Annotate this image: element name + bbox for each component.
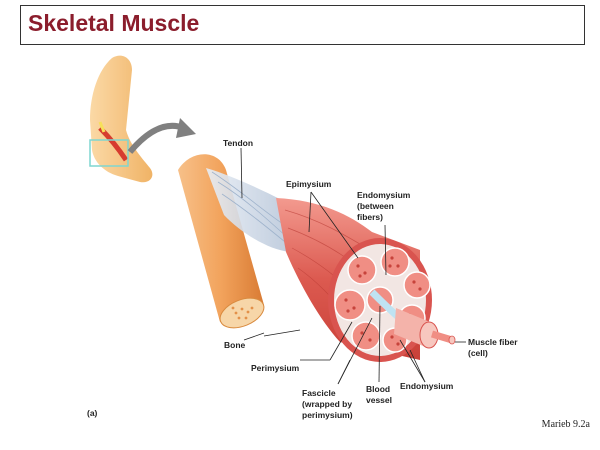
label-tendon: Tendon [223, 138, 253, 148]
label-endomysium-top-2: (between [357, 201, 394, 211]
leader-lines [240, 147, 466, 385]
label-endomysium-bottom: Endomysium [400, 381, 454, 391]
label-blood-vessel-2: vessel [366, 395, 392, 405]
title-box: Skeletal Muscle [20, 5, 585, 45]
label-muscle-fiber-2: (cell) [468, 348, 488, 358]
citation: Marieb 9.2a [541, 419, 590, 430]
diagram-labels: Tendon Epimysium Endomysium (between fib… [87, 138, 518, 420]
label-endomysium-top-3: fibers) [357, 212, 383, 222]
curved-arrow-icon [127, 118, 196, 154]
label-bone: Bone [224, 340, 246, 350]
tendon-shape [206, 168, 291, 252]
label-epimysium: Epimysium [286, 179, 332, 189]
label-muscle-fiber-1: Muscle fiber [468, 337, 518, 347]
bone-shape [178, 154, 265, 329]
label-perimysium: Perimysium [251, 363, 300, 373]
slide-title: Skeletal Muscle [28, 10, 200, 36]
extruded-fascicle [394, 308, 456, 349]
panel-label: (a) [87, 408, 98, 418]
label-fascicle-3: perimysium) [302, 410, 353, 420]
label-fascicle-2: (wrapped by [302, 399, 352, 409]
label-fascicle-1: Fascicle [302, 388, 336, 398]
arm-illustration [89, 55, 153, 183]
zoom-region-box [89, 139, 129, 167]
muscle-cross-section [328, 238, 432, 362]
label-blood-vessel-1: Blood [366, 384, 390, 394]
label-endomysium-top-1: Endomysium [357, 190, 411, 200]
